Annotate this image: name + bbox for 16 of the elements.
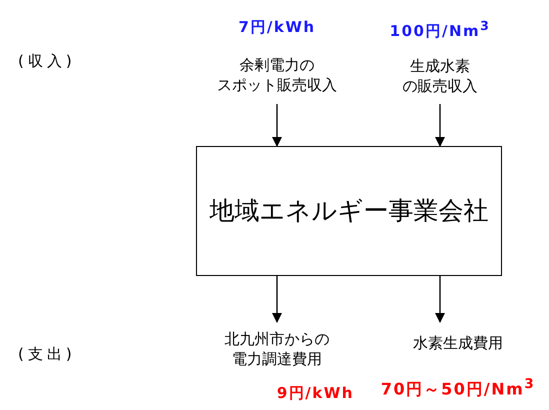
arrow	[272, 276, 282, 323]
arrow	[435, 104, 445, 147]
process-box	[196, 146, 502, 276]
section-label: (支出)	[18, 345, 76, 364]
item-text: 余剰電力のスポット販売収入	[217, 55, 337, 95]
arrow	[272, 104, 282, 147]
section-label: (収入)	[18, 52, 76, 71]
item-text: 北九州市からの電力調達費用	[224, 329, 330, 369]
price-label: 9円/kWh	[276, 383, 354, 403]
item-text: 水素生成費用	[413, 332, 503, 353]
price-label: 100円/Nm$^{3}$	[390, 16, 490, 41]
price-label: 7円/kWh	[238, 17, 316, 37]
item-text: 生成水素の販売収入	[402, 56, 478, 96]
arrow	[435, 276, 445, 323]
price-label: 70円～50円/Nm$^{3}$	[380, 376, 536, 400]
company-name: 地域エネルギー事業会社	[210, 195, 488, 227]
